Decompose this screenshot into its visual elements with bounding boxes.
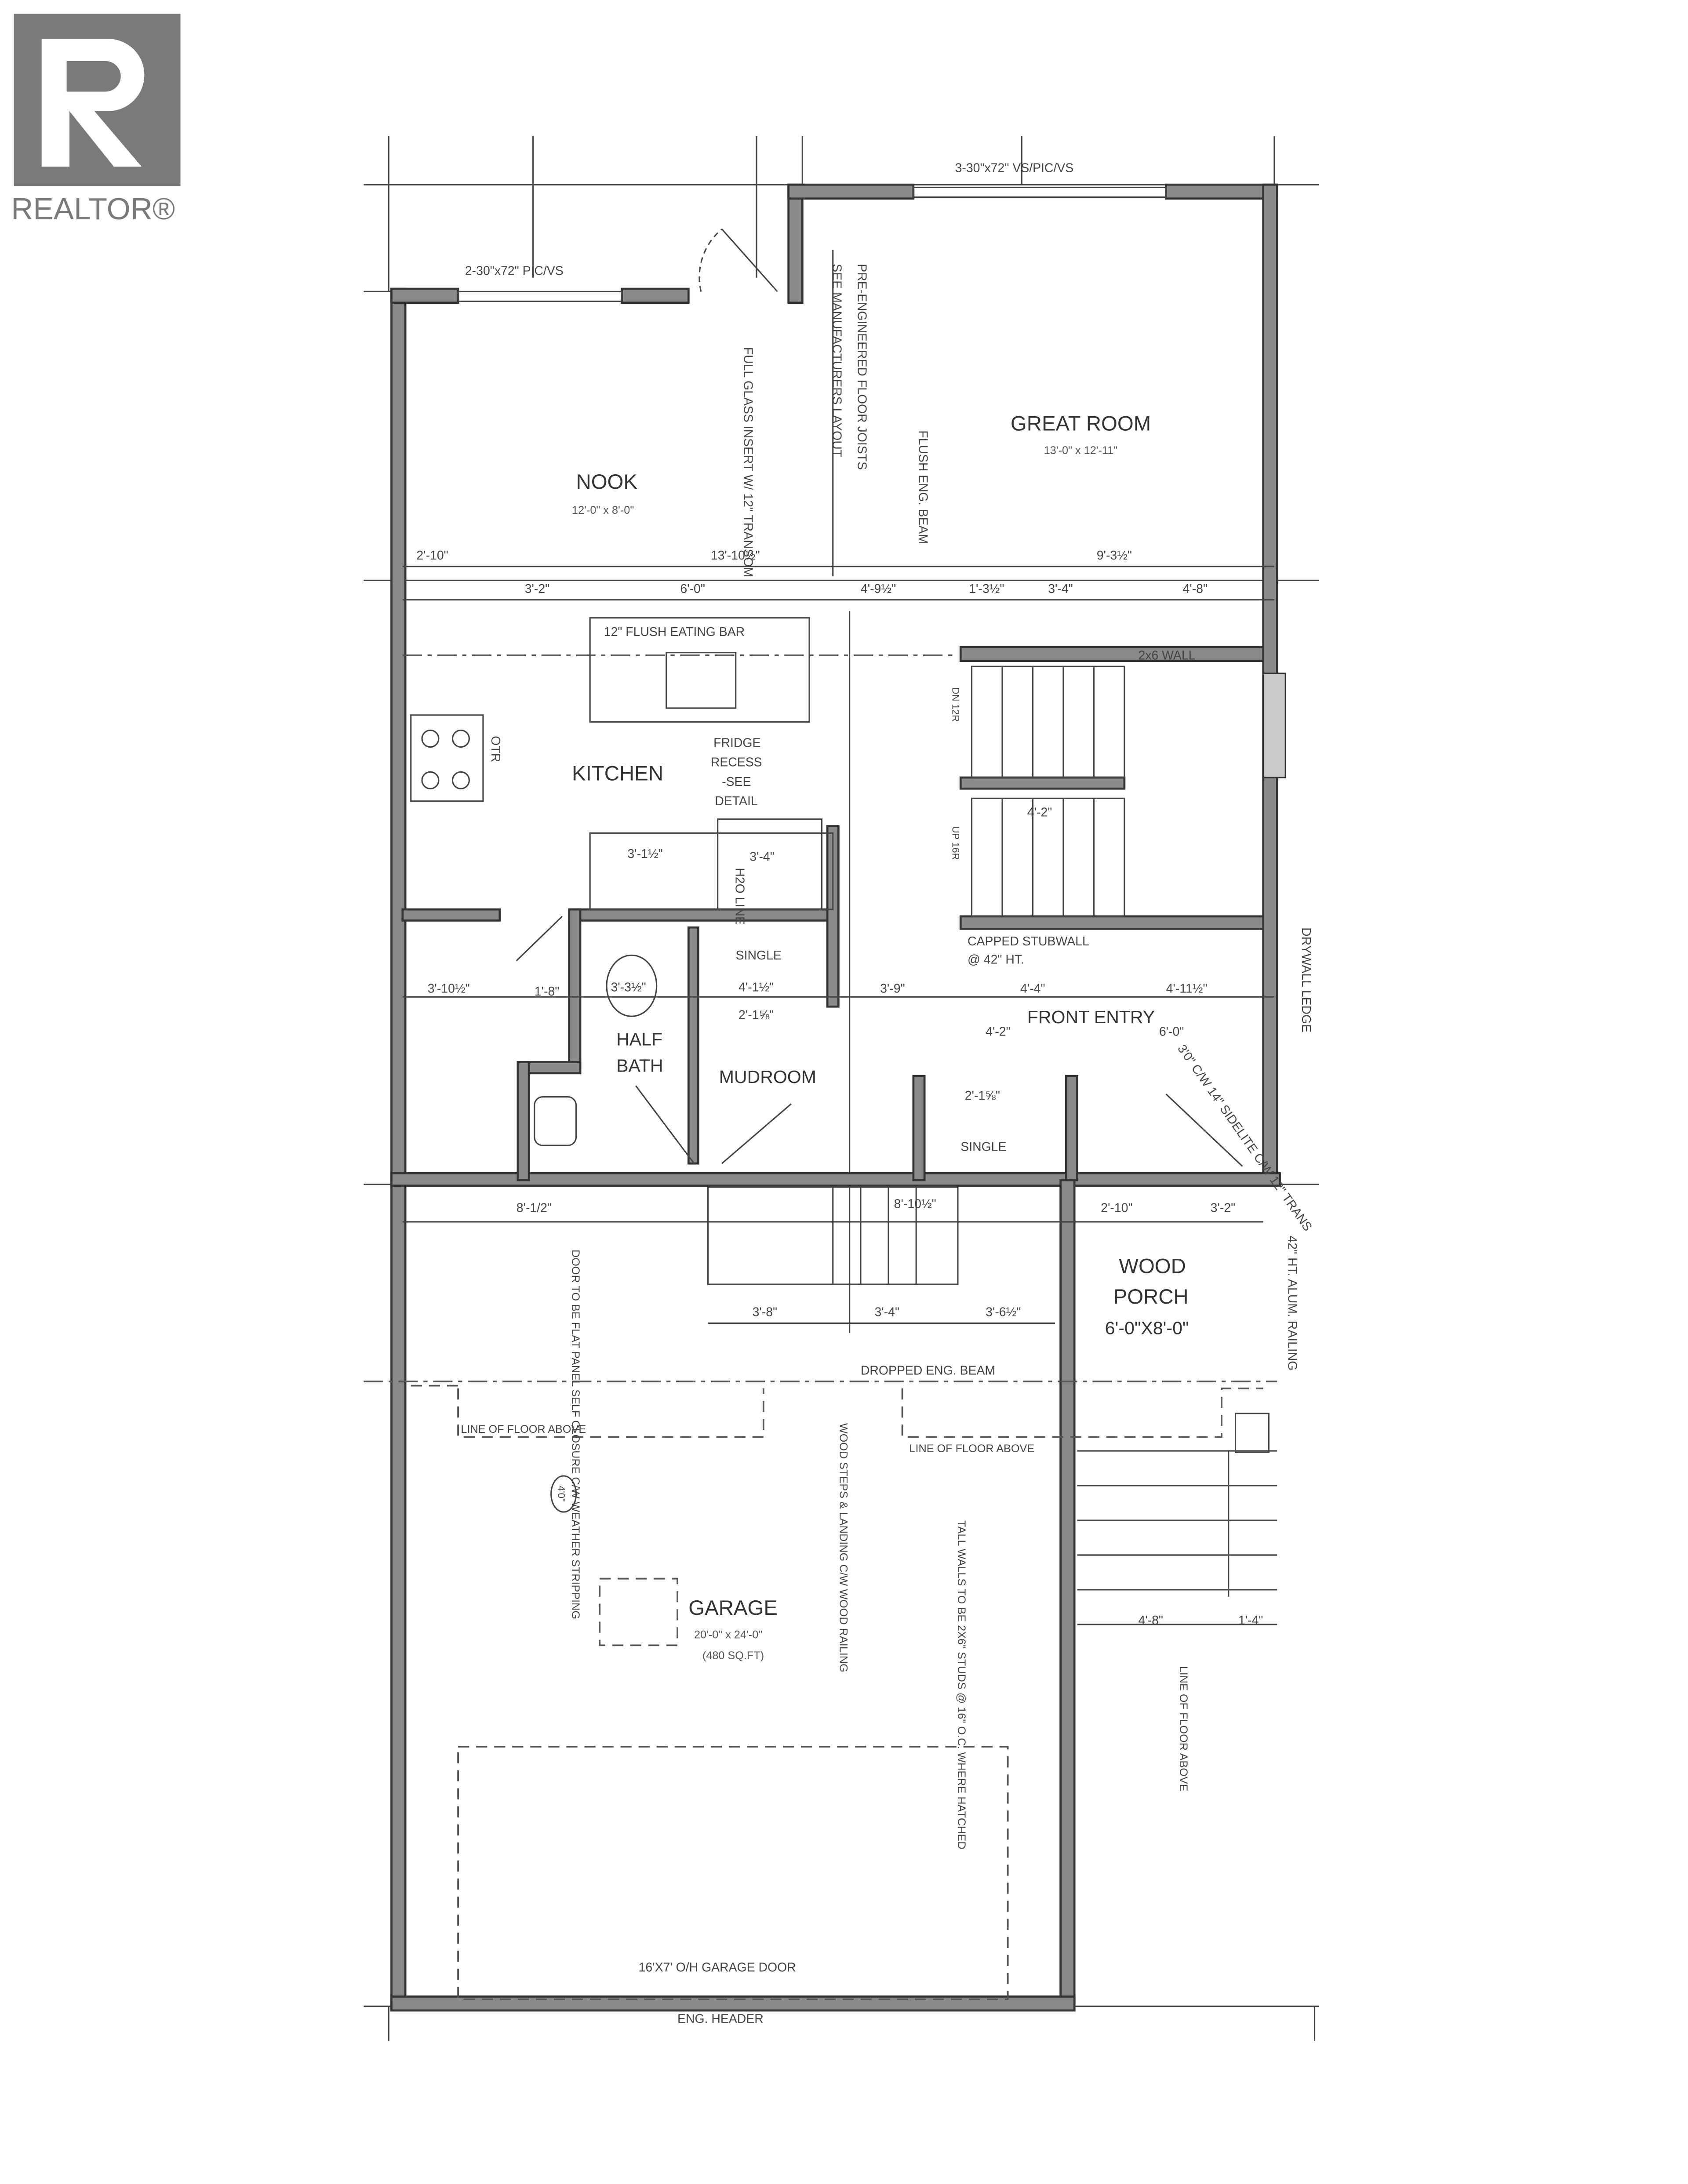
great-room-size: 13'-0" x 12'-11" (1044, 444, 1117, 457)
dim-label: 3'-9" (880, 982, 905, 996)
line-floor-note-1: LINE OF FLOOR ABOVE (461, 1423, 586, 1435)
realtor-logo: REALTOR® (11, 14, 181, 226)
dim-label: 4'-4" (1020, 982, 1045, 996)
dim-label: 4'-11½" (1166, 982, 1208, 996)
single-note-2: SINGLE (960, 1140, 1006, 1154)
fridge-note-3: -SEE (722, 775, 751, 789)
dim-label: 6'-0" (1159, 1025, 1184, 1039)
up-label: UP 16R (950, 826, 961, 860)
grid-tag: 4'0" (556, 1486, 567, 1502)
eating-bar-note: 12" FLUSH EATING BAR (604, 625, 745, 639)
nook-label: NOOK (576, 470, 638, 494)
dim-label: 4'-8" (1183, 582, 1208, 596)
joists-note-1: PRE-ENGINEERED FLOOR JOISTS (855, 264, 869, 470)
dim-label: 3'-4" (1048, 582, 1073, 596)
garage-door-label: 16'X7' O/H GARAGE DOOR (639, 1961, 796, 1975)
stairs (707, 665, 1277, 1625)
dim-label: 4'-8" (1138, 1613, 1163, 1628)
dim-label: 9'-3½" (1097, 549, 1132, 563)
tall-walls-note: TALL WALLS TO BE 2X6" STUDS @ 16" O.C. W… (955, 1520, 968, 1850)
kitchen-fixtures (410, 617, 834, 1146)
garage-door-note: DOOR TO BE FLAT PANEL SELF CLOSURE C/W W… (569, 1250, 582, 1619)
dim-label: 6'-0" (680, 582, 705, 596)
single-note-1: SINGLE (736, 948, 782, 963)
dim-label: 8'-10½" (894, 1197, 936, 1211)
beam-note: FLUSH ENG. BEAM (916, 430, 930, 544)
fridge-note-2: RECESS (711, 756, 762, 770)
dim-label: 3'-4" (874, 1305, 899, 1319)
railing-note: 42" HT. ALUM. RAILING (1285, 1236, 1299, 1370)
fridge-note-1: FRIDGE (713, 736, 760, 750)
mudroom-label: MUDROOM (719, 1067, 816, 1087)
beam-lines (364, 654, 1277, 2000)
header-label: ENG. HEADER (677, 2012, 764, 2026)
joists-note-2: SEE MANUFACTURERS LAYOUT (830, 264, 844, 457)
nook-size: 12'-0" x 8'-0" (572, 504, 634, 516)
steps-note: WOOD STEPS & LANDING C/W WOOD RAILING (837, 1423, 850, 1672)
dim-label: 3'-2" (1211, 1201, 1236, 1215)
fridge-note-4: DETAIL (715, 794, 757, 808)
dim-label: 3'-1½" (627, 847, 662, 861)
capped-note-2: @ 42" HT. (968, 952, 1024, 967)
wall-2x6-note: 2x6 WALL (1138, 648, 1195, 662)
doors (516, 229, 1243, 1167)
nook-window-label: 2-30"x72" PIC/VS (465, 264, 564, 278)
annotations: FULL GLASS INSERT W/ 12" TRANSOM PRE-ENG… (461, 264, 1315, 2026)
great-room-window-label: 3-30"x72" VS/PIC/VS (955, 161, 1074, 175)
door-note: FULL GLASS INSERT W/ 12" TRANSOM (741, 347, 755, 578)
kitchen-label: KITCHEN (572, 762, 663, 785)
dim-label: 3'-6½" (986, 1305, 1021, 1319)
wood-porch-label-2: PORCH (1113, 1285, 1189, 1308)
capped-note-1: CAPPED STUBWALL (968, 934, 1089, 948)
great-room-label: GREAT ROOM (1011, 412, 1151, 435)
half-bath-label-2: BATH (616, 1056, 663, 1076)
line-floor-note-2: LINE OF FLOOR ABOVE (909, 1443, 1034, 1455)
exterior-walls (390, 183, 1286, 2012)
h2o-note: H2O LINE (733, 868, 747, 924)
window-labels: 2-30"x72" PIC/VS 3-30"x72" VS/PIC/VS (465, 161, 1073, 278)
wood-porch-size: 6'-0"X8'-0" (1105, 1318, 1189, 1338)
grid-tag-bubble (550, 1475, 577, 1513)
room-labels: NOOK 12'-0" x 8'-0" GREAT ROOM 13'-0" x … (572, 412, 1189, 1662)
dim-label: 4'-9½" (861, 582, 896, 596)
dimensions: 2'-10" 13'-10½" 9'-3½" 3'-2" 6'-0" 4'-9½… (402, 549, 1274, 1628)
dim-label: 1'-4" (1238, 1613, 1263, 1628)
dim-label: 4'-2" (986, 1025, 1011, 1039)
dim-label: 8'-1/2" (517, 1201, 552, 1215)
windows (457, 186, 1167, 302)
dim-label: 3'-8" (753, 1305, 778, 1319)
dim-label: 1'-3½" (969, 582, 1004, 596)
dim-label: 1'-8" (535, 985, 560, 999)
dim-label: 3'-10½" (428, 982, 470, 996)
half-bath-label-1: HALF (616, 1029, 662, 1050)
wood-porch-label-1: WOOD (1119, 1255, 1186, 1278)
otr-note: OTR (488, 736, 502, 762)
dim-label: 2'-10" (416, 549, 448, 563)
dim-label: 3'-2" (525, 582, 550, 596)
side-door-note: 3'0" C/W 14" SIDELITE C/W 12" TRANS (1175, 1042, 1315, 1234)
dropped-beam-note: DROPPED ENG. BEAM (861, 1363, 995, 1377)
garage-area: (480 SQ.FT) (702, 1650, 764, 1662)
realtor-logo-text: REALTOR® (11, 192, 175, 226)
dim-label: 3'-3½" (611, 980, 646, 994)
dim-label: 3'-4" (749, 850, 775, 864)
dim-label: 4'-2" (1027, 805, 1052, 819)
dim-label: 2'-1⅝" (738, 1008, 774, 1022)
garage-label: GARAGE (688, 1596, 778, 1620)
dim-label: 13'-10½" (711, 549, 760, 563)
dim-label: 2'-10" (1101, 1201, 1132, 1215)
dn-label: DN 12R (950, 687, 961, 722)
line-floor-note-3: LINE OF FLOOR ABOVE (1177, 1666, 1190, 1792)
front-entry-label: FRONT ENTRY (1027, 1007, 1155, 1027)
drywall-note: DRYWALL LEDGE (1299, 927, 1313, 1032)
dim-label: 4'-1½" (738, 980, 774, 994)
garage-size: 20'-0" x 24'-0" (694, 1629, 762, 1641)
dim-label: 2'-1⅝" (965, 1089, 1000, 1103)
